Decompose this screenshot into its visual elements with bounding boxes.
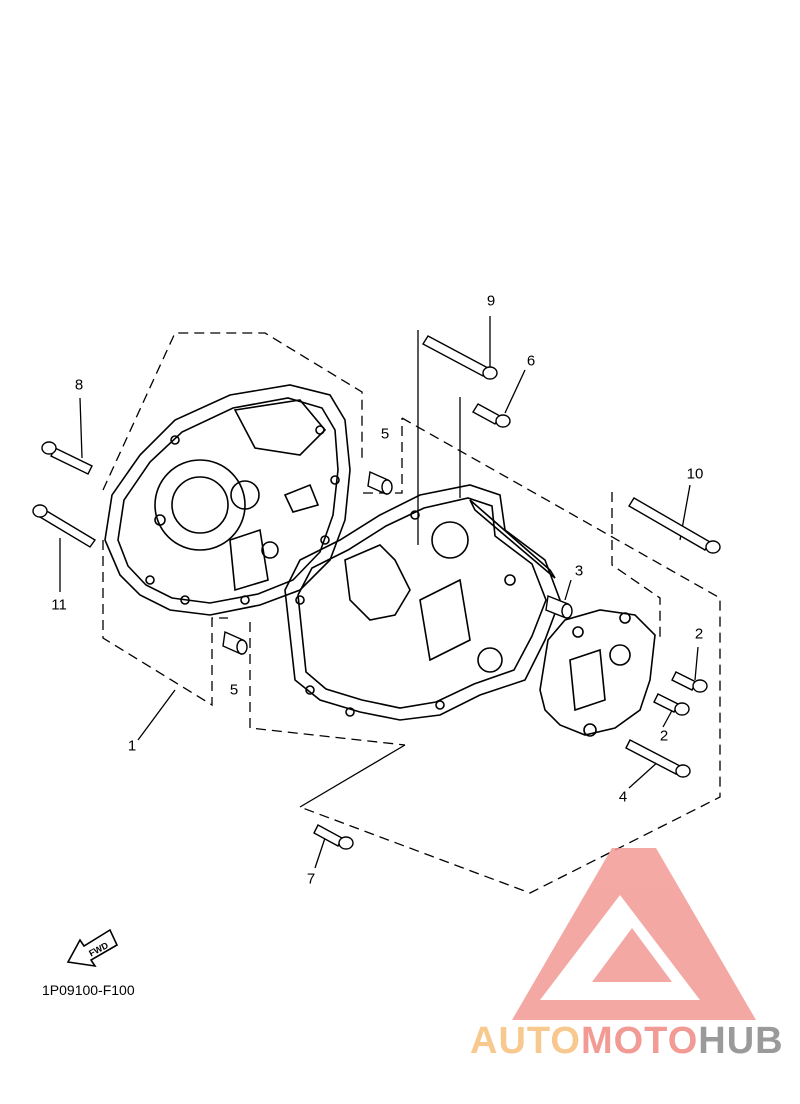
bolt-8 — [41, 441, 93, 475]
assembly-dashed-lines — [102, 332, 721, 894]
bolt-4 — [625, 739, 691, 778]
watermark-part-auto: AUTO — [470, 1020, 581, 1062]
callout-6: 6 — [526, 352, 536, 370]
callout-2a: 2 — [694, 625, 704, 643]
callout-4: 4 — [618, 788, 628, 806]
bolt-2-upper — [671, 671, 708, 693]
leader-lines — [59, 316, 699, 869]
callout-5a: 5 — [380, 425, 390, 443]
callout-9: 9 — [486, 292, 496, 310]
watermark-part-hub: HUB — [698, 1020, 784, 1062]
reference-code: 1P09100-F100 — [42, 982, 135, 998]
automotohub-logo — [512, 848, 756, 1020]
bolt-11 — [32, 504, 97, 548]
dowel-pin-5-lower — [222, 630, 248, 656]
dowel-pin-5-upper — [367, 470, 393, 496]
callout-2b: 2 — [659, 727, 669, 745]
bolt-9 — [422, 335, 498, 380]
dowel-pin-3 — [545, 595, 573, 619]
fwd-arrow-icon: FWD — [66, 928, 119, 968]
watermark-text: AUTOMOTOHUB — [470, 1020, 784, 1063]
callout-8: 8 — [74, 376, 84, 394]
side-cover — [539, 609, 656, 737]
right-crankcase — [284, 484, 561, 721]
left-crankcase — [104, 384, 351, 616]
callout-3: 3 — [574, 562, 584, 580]
bolt-6 — [472, 403, 511, 428]
callout-5b: 5 — [229, 681, 239, 699]
callout-1: 1 — [127, 737, 137, 755]
bolt-2-lower — [653, 693, 690, 716]
bolt-10 — [628, 497, 721, 554]
callout-10: 10 — [686, 465, 704, 483]
callout-7: 7 — [306, 870, 316, 888]
callout-11: 11 — [51, 596, 67, 614]
bolt-7 — [313, 824, 354, 850]
watermark-part-moto: MOTO — [580, 1020, 699, 1062]
